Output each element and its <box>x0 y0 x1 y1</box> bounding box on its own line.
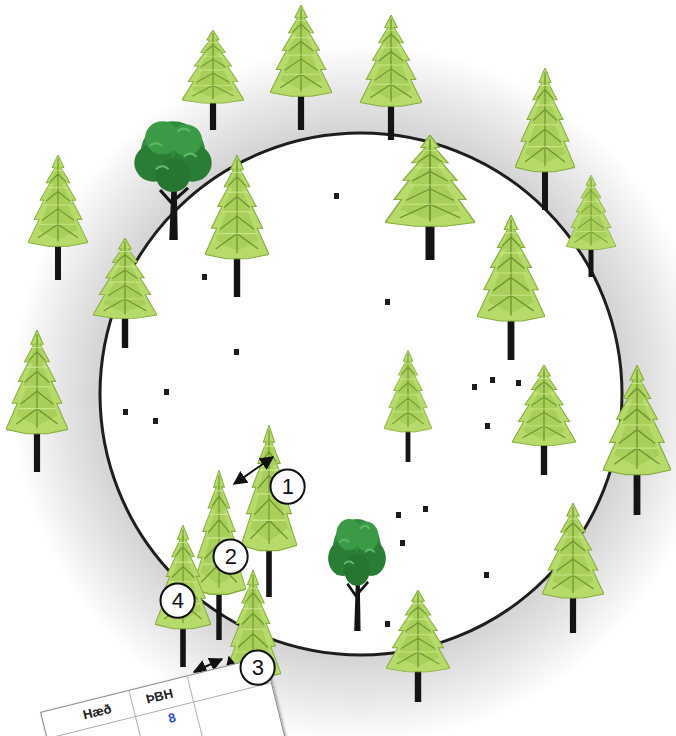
stump <box>234 349 239 355</box>
conifer <box>477 215 545 360</box>
stump <box>202 274 207 280</box>
broadleaf-tree <box>328 519 386 631</box>
stump <box>385 621 390 627</box>
conifer <box>28 155 88 280</box>
callout-circle: 2 <box>212 538 249 575</box>
stump <box>484 572 489 578</box>
column-header: ÞBH <box>145 687 175 708</box>
stump <box>400 540 405 546</box>
table-rule <box>187 676 210 736</box>
conifer <box>542 503 604 633</box>
conifer <box>93 238 157 348</box>
trees <box>6 5 671 718</box>
callout-number: 4 <box>172 590 184 612</box>
callout-number: 3 <box>252 657 264 679</box>
conifer <box>386 590 450 702</box>
conifer <box>6 330 68 472</box>
circle-outline <box>241 651 275 685</box>
stump <box>490 377 495 383</box>
broadleaf-tree <box>134 121 211 240</box>
callout-circle: 1 <box>269 468 306 505</box>
stump <box>123 409 128 415</box>
stump <box>485 423 490 429</box>
conifer <box>512 365 576 475</box>
column-header: Hæð <box>81 702 112 723</box>
conifer <box>603 365 671 515</box>
stump <box>334 193 339 199</box>
circle-outline <box>214 540 248 574</box>
table-cell: 8 <box>167 711 177 727</box>
conifer <box>155 525 211 667</box>
circle-outline <box>161 584 195 618</box>
stump <box>385 299 390 305</box>
conifer <box>515 68 575 210</box>
callout-number: 2 <box>225 546 237 568</box>
stump <box>472 384 477 390</box>
conifer <box>384 350 432 462</box>
conifer <box>385 135 475 260</box>
conifer <box>566 175 616 277</box>
callout-circle: 3 <box>239 649 276 686</box>
callout-circle: 4 <box>159 582 196 619</box>
circle-outline <box>271 470 305 504</box>
conifer <box>360 15 422 140</box>
conifer <box>182 30 244 130</box>
stump <box>164 389 169 395</box>
conifer <box>270 5 332 130</box>
callout-number: 1 <box>282 476 294 498</box>
stump <box>516 380 521 386</box>
stump <box>396 512 401 518</box>
conifer <box>205 155 269 297</box>
distance-arrow <box>234 457 273 484</box>
stump <box>153 418 158 424</box>
conifer <box>241 425 297 597</box>
stump <box>423 506 428 512</box>
